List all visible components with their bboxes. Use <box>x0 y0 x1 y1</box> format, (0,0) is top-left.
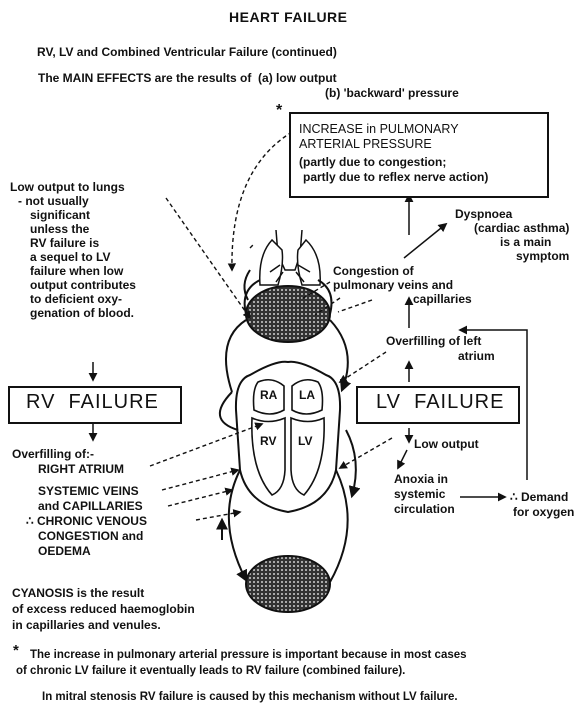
footnote-line2: of chronic LV failure it eventually lead… <box>16 664 405 678</box>
chamber-rv: RV <box>260 434 276 448</box>
cyanosis-3: in capillaries and venules. <box>12 618 161 632</box>
main-effects-intro: The MAIN EFFECTS are the results of (a) … <box>38 71 337 85</box>
dyspnoea-2: (cardiac asthma) <box>474 221 569 235</box>
low-output-lungs-9: to deficient oxy- <box>30 292 122 306</box>
overfilling-right-3: SYSTEMIC VEINS <box>38 484 139 498</box>
overfilling-right-5: ∴ CHRONIC VENOUS <box>26 514 147 528</box>
rv-failure-box: RV FAILURE <box>8 386 182 424</box>
dyspnoea-4: symptom <box>516 249 569 263</box>
pulmonary-line3: (partly due to congestion; <box>299 155 446 169</box>
cyanosis-2: of excess reduced haemoglobin <box>12 602 195 616</box>
pulmonary-pressure-box: INCREASE in PULMONARY ARTERIAL PRESSURE … <box>289 112 549 198</box>
anoxia-3: circulation <box>394 502 455 516</box>
overfilling-left-1: Overfilling of left <box>386 334 481 348</box>
subtitle: RV, LV and Combined Ventricular Failure … <box>37 45 337 59</box>
asterisk-mark: * <box>276 104 282 118</box>
chamber-la: LA <box>299 388 315 402</box>
chamber-lv: LV <box>298 434 312 448</box>
low-output-lungs-2: - not usually <box>18 194 89 208</box>
main-effects-b: (b) 'backward' pressure <box>325 86 459 100</box>
chamber-ra: RA <box>260 388 277 402</box>
overfilling-right-6: CONGESTION and <box>38 529 143 543</box>
overfilling-right-1: Overfilling of:- <box>12 447 94 461</box>
low-output-label: Low output <box>414 437 479 451</box>
rv-failure-label: RV FAILURE <box>26 395 159 409</box>
cyanosis-1: CYANOSIS is the result <box>12 586 144 600</box>
low-output-lungs-7: failure when low <box>30 264 123 278</box>
lungs-drawing <box>260 230 320 285</box>
low-output-lungs-8: output contributes <box>30 278 136 292</box>
congestion-3: capillaries <box>413 292 472 306</box>
footnote-line3: In mitral stenosis RV failure is caused … <box>42 690 458 704</box>
congestion-2: pulmonary veins and <box>333 278 453 292</box>
low-output-lungs-10: genation of blood. <box>30 306 134 320</box>
congestion-1: Congestion of <box>333 264 414 278</box>
low-output-lungs-4: unless the <box>30 222 89 236</box>
overfilling-right-2: RIGHT ATRIUM <box>38 462 124 476</box>
low-output-lungs-1: Low output to lungs <box>10 180 125 194</box>
anoxia-2: systemic <box>394 487 445 501</box>
overfilling-right-7: OEDEMA <box>38 544 91 558</box>
footnote-asterisk: * <box>13 644 19 658</box>
demand-1: ∴ Demand <box>510 490 568 504</box>
lv-failure-label: LV FAILURE <box>376 395 504 409</box>
low-output-lungs-3: significant <box>30 208 90 222</box>
low-output-lungs-5: RV failure is <box>30 236 99 250</box>
page-title: HEART FAILURE <box>229 10 348 24</box>
pulmonary-line2: ARTERIAL PRESSURE <box>299 137 432 151</box>
overfilling-left-2: atrium <box>458 349 495 363</box>
footnote-line1: The increase in pulmonary arterial press… <box>30 648 467 662</box>
anoxia-1: Anoxia in <box>394 472 448 486</box>
dyspnoea-1: Dyspnoea <box>455 207 512 221</box>
lv-failure-box: LV FAILURE <box>356 386 520 424</box>
pulmonary-line4: partly due to reflex nerve action) <box>303 170 488 184</box>
low-output-lungs-6: a sequel to LV <box>30 250 110 264</box>
pulmonary-capillary-bed <box>246 286 330 342</box>
overfilling-right-4: and CAPILLARIES <box>38 499 143 513</box>
systemic-capillary-bed <box>246 556 330 612</box>
pulmonary-line1: INCREASE in PULMONARY <box>299 122 459 136</box>
dyspnoea-3: is a main <box>500 235 551 249</box>
demand-2: for oxygen <box>513 505 574 519</box>
